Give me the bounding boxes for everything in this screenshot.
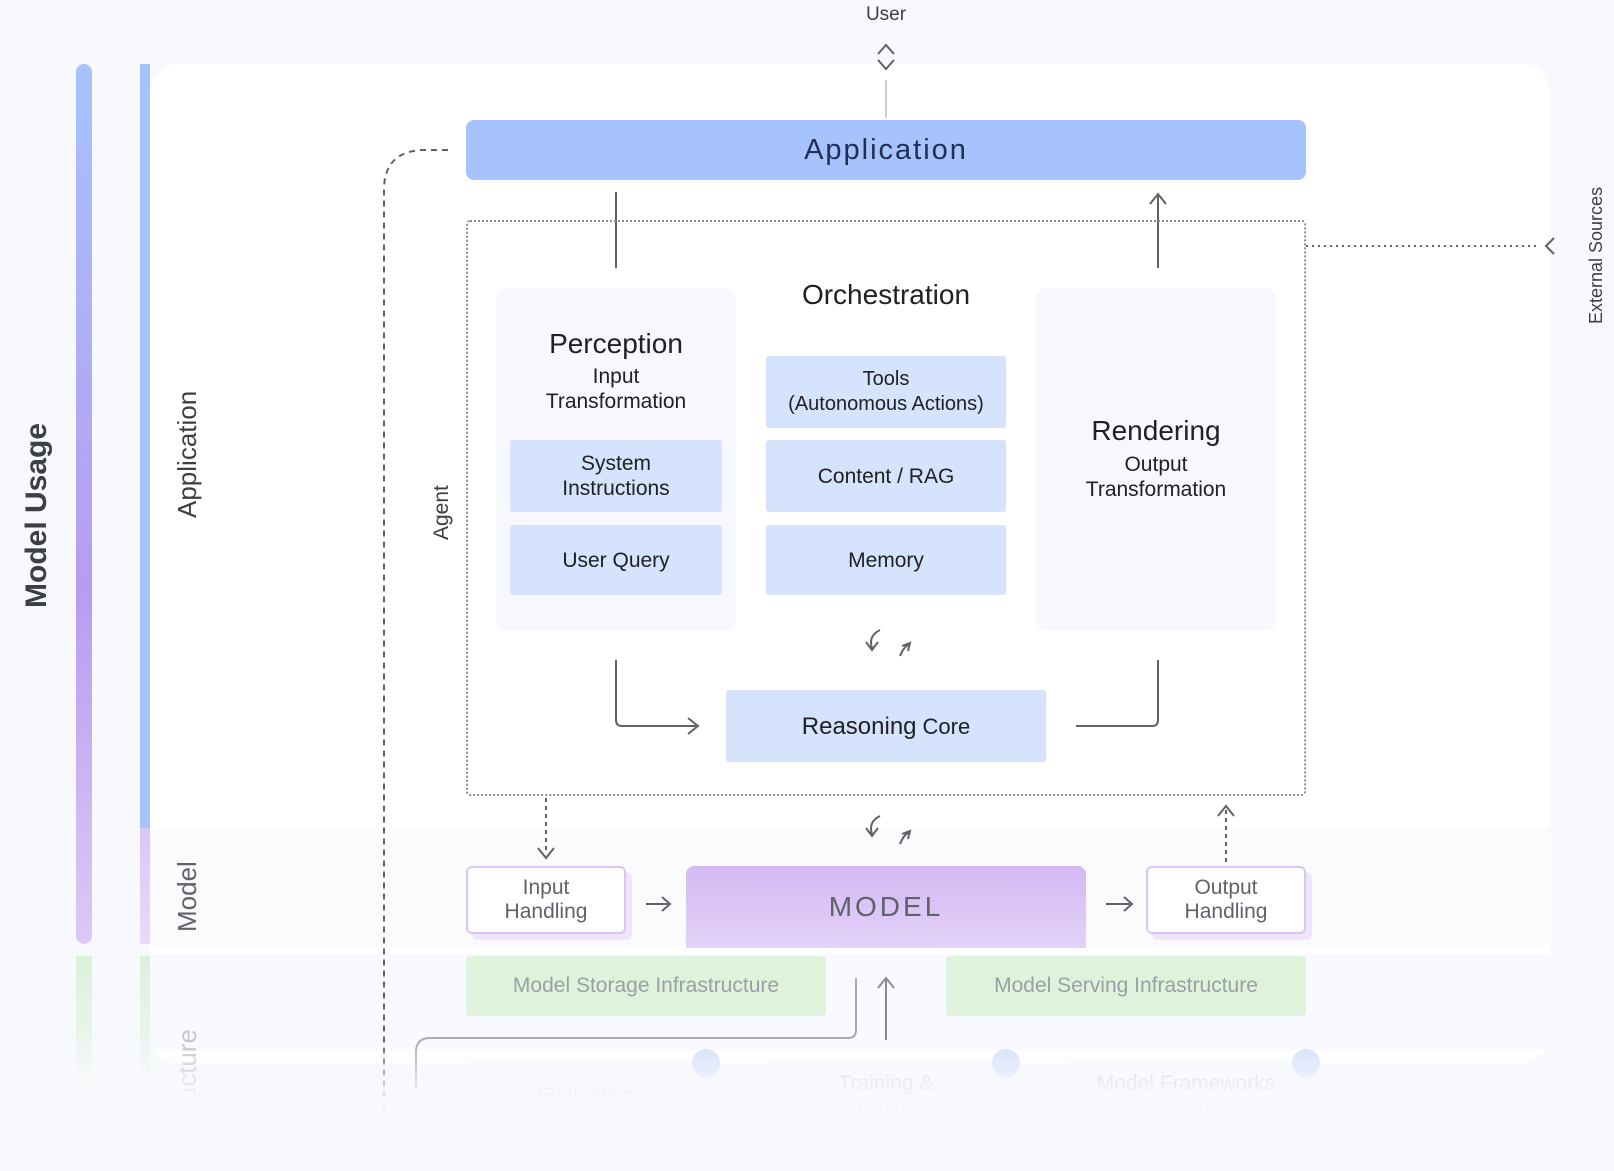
chevron-down-icon	[877, 59, 895, 71]
perception-subtitle-line1: Input	[592, 365, 640, 388]
input-handling-line1: Input	[522, 876, 570, 899]
input-handling-line2: Handling	[504, 900, 588, 923]
rendering-subtitle-line2: Transformation	[1085, 478, 1227, 501]
user-query-block: User Query	[510, 525, 722, 595]
infrastructure-layer-bar	[140, 956, 150, 1106]
memory-block: Memory	[766, 525, 1006, 595]
rendering-subtitle: Output Transformation	[1036, 452, 1276, 502]
training-line2: Tuning	[854, 1096, 918, 1119]
model-box: MODEL	[686, 866, 1086, 948]
infrastructure-layer-band	[150, 954, 1550, 1050]
output-handling-line2: Handling	[1184, 900, 1268, 923]
arrow-circle-icon	[1292, 1049, 1320, 1077]
arrow-circle-icon	[992, 1049, 1020, 1077]
output-handling-line1: Output	[1194, 876, 1258, 899]
application-bar: Application	[466, 120, 1306, 180]
agent-box	[466, 220, 1306, 796]
model-layer-bar	[140, 828, 150, 944]
model-storage-infrastructure: Model Storage Infrastructure	[466, 956, 826, 1016]
perception-title: Perception	[549, 328, 683, 359]
arrow-circle-icon	[692, 1049, 720, 1077]
input-handling-box: Input Handling	[466, 866, 626, 934]
output-handling-box: Output Handling	[1146, 866, 1306, 934]
evaluation-label: Evaluation	[536, 1084, 636, 1107]
orchestration-title: Orchestration	[801, 279, 971, 310]
tools-line1: Tools	[862, 368, 910, 390]
tools-line2: (Autonomous Actions)	[788, 393, 984, 415]
perception-subtitle: Input Transformation	[496, 364, 736, 414]
chevron-up-icon	[877, 43, 895, 55]
user-label: User	[865, 4, 907, 25]
application-layer-bar	[140, 64, 150, 828]
rendering-subtitle-line1: Output	[1124, 453, 1188, 476]
reasoning-core-suffix: Core	[922, 713, 971, 739]
content-rag-block: Content / RAG	[766, 440, 1006, 512]
frameworks-line1: Model Frameworks	[1096, 1072, 1276, 1095]
perception-subtitle-line2: Transformation	[545, 390, 687, 413]
training-line1: Training &	[838, 1072, 934, 1095]
frameworks-line2: & Code	[1150, 1096, 1222, 1119]
training-tuning-label: Training & Tuning	[766, 1072, 1006, 1120]
model-frameworks-label: Model Frameworks & Code	[1066, 1072, 1306, 1120]
system-instructions-line2: Instructions	[562, 477, 670, 500]
rendering-panel	[1036, 288, 1276, 630]
system-instructions-line1: System	[580, 452, 651, 475]
rendering-title: Rendering	[1091, 415, 1221, 446]
reasoning-core-main: Reasoning	[801, 712, 917, 740]
reasoning-core-block: Reasoning Core	[726, 690, 1046, 762]
system-instructions-block: System Instructions	[510, 440, 722, 512]
model-serving-infrastructure: Model Serving Infrastructure	[946, 956, 1306, 1016]
tools-block: Tools (Autonomous Actions)	[766, 356, 1006, 428]
model-usage-bar	[76, 64, 92, 944]
